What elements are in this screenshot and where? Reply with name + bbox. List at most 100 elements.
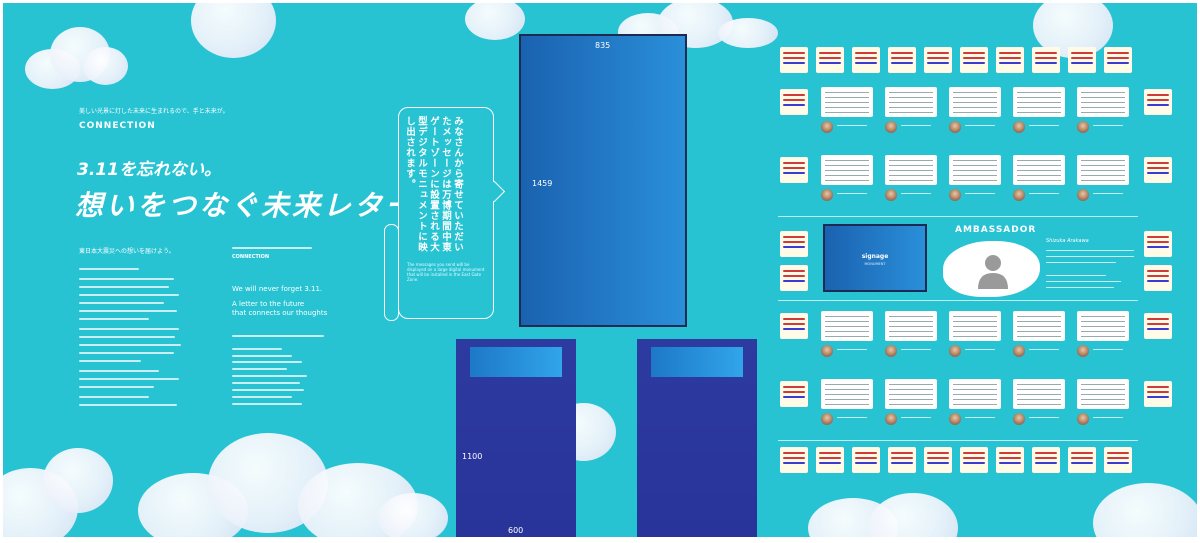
handwritten-card: [1144, 381, 1172, 407]
letter-card: [1013, 311, 1065, 341]
sender-photo: [949, 121, 961, 133]
section-heading: 東日本大震災への想いを届けよう。: [79, 248, 175, 255]
connection-heading: CONNECTION: [79, 121, 156, 131]
side-tag: [384, 224, 399, 321]
message-bubble: [398, 107, 494, 319]
letter-card: [949, 379, 1001, 409]
sender-photo: [885, 121, 897, 133]
english-title-2: that connects our thoughts: [232, 309, 328, 317]
letter-card: [885, 155, 937, 185]
sender-photo: [1077, 121, 1089, 133]
handwritten-card: [780, 47, 808, 73]
handwritten-card: [924, 47, 952, 73]
ambassador-heading: AMBASSADOR: [955, 225, 1037, 235]
ambassador-name: Shizuka Arakawa: [1046, 238, 1089, 244]
handwritten-card: [1032, 47, 1060, 73]
signage-sub: MONUMENT: [864, 262, 886, 266]
base-left-screen: [470, 347, 562, 377]
top-height-label: 1459: [532, 179, 553, 188]
letter-card: [885, 379, 937, 409]
handwritten-card: [816, 447, 844, 473]
sender-photo: [1013, 345, 1025, 357]
sender-photo: [1077, 413, 1089, 425]
letter-card: [885, 311, 937, 341]
handwritten-card: [888, 447, 916, 473]
english-line: We will never forget 3.11.: [232, 285, 323, 293]
lead-text: 美しい光景に灯した未来に生まれるので、手と未来が。: [79, 108, 229, 115]
letter-card: [1077, 311, 1129, 341]
letter-card: [949, 155, 1001, 185]
handwritten-card: [852, 447, 880, 473]
cloud-icon: [25, 27, 128, 89]
sender-photo: [949, 345, 961, 357]
handwritten-card: [1144, 313, 1172, 339]
sender-photo: [1013, 413, 1025, 425]
sender-photo: [821, 345, 833, 357]
handwritten-card: [996, 447, 1024, 473]
handwritten-card: [960, 447, 988, 473]
bubble-english-text: The messages you send will be displayed …: [407, 262, 485, 282]
letter-card: [821, 155, 873, 185]
divider: [232, 247, 312, 249]
handwritten-card: [1032, 447, 1060, 473]
handwritten-card: [960, 47, 988, 73]
ambassador-photo: [943, 241, 1040, 297]
handwritten-card: [1144, 89, 1172, 115]
handwritten-card: [780, 231, 808, 257]
letter-card: [821, 87, 873, 117]
handwritten-card: [1144, 265, 1172, 291]
handwritten-card: [780, 89, 808, 115]
letter-card: [1077, 379, 1129, 409]
handwritten-card: [1144, 157, 1172, 183]
signage-screen: signage MONUMENT: [823, 224, 927, 292]
cloud-icon: [138, 433, 448, 537]
bubble-vertical-text: みなさんから寄せていただいたメッセージは万博期間中東ゲートゾーンに設置される大型…: [404, 116, 463, 253]
cloud-icon: [465, 3, 525, 43]
english-title-1: A letter to the future: [232, 300, 305, 308]
base-right-screen: [651, 347, 743, 377]
letter-card: [821, 379, 873, 409]
letter-card: [949, 311, 1001, 341]
handwritten-card: [1104, 47, 1132, 73]
base-height-label: 1100: [462, 452, 483, 461]
sender-photo: [885, 345, 897, 357]
handwritten-card: [1068, 447, 1096, 473]
letter-card: [949, 87, 1001, 117]
sender-photo: [821, 189, 833, 201]
handwritten-card: [780, 313, 808, 339]
signage-label: signage: [861, 253, 889, 260]
sender-photo: [1077, 189, 1089, 201]
sender-photo: [885, 413, 897, 425]
divider: [778, 216, 1138, 217]
letter-card: [1013, 379, 1065, 409]
top-width-label: 835: [595, 41, 611, 50]
letter-card: [821, 311, 873, 341]
handwritten-card: [1144, 231, 1172, 257]
letter-card: [1077, 87, 1129, 117]
middle-label: CONNECTION: [232, 254, 270, 260]
handwritten-card: [780, 265, 808, 291]
sender-photo: [1013, 121, 1025, 133]
cloud-icon: [181, 3, 281, 63]
handwritten-card: [924, 447, 952, 473]
poster-canvas: 美しい光景に灯した未来に生まれるので、手と未来が。 CONNECTION 3.1…: [3, 3, 1197, 537]
page-title: 想いをつなぐ未来レター: [75, 189, 417, 222]
sender-photo: [1077, 345, 1089, 357]
handwritten-card: [1068, 47, 1096, 73]
sender-photo: [949, 189, 961, 201]
handwritten-card: [816, 47, 844, 73]
letter-card: [1013, 87, 1065, 117]
handwritten-card: [780, 447, 808, 473]
cloud-icon: [808, 493, 958, 537]
base-width-label: 600: [508, 526, 524, 535]
cloud-icon: [3, 448, 113, 537]
letter-card: [1077, 155, 1129, 185]
title-sub: 3.11を忘れない。: [77, 160, 221, 180]
letter-card: [1013, 155, 1065, 185]
handwritten-card: [852, 47, 880, 73]
monument-top-screen: [519, 34, 687, 327]
handwritten-card: [996, 47, 1024, 73]
sender-photo: [1013, 189, 1025, 201]
letter-card: [885, 87, 937, 117]
handwritten-card: [780, 157, 808, 183]
